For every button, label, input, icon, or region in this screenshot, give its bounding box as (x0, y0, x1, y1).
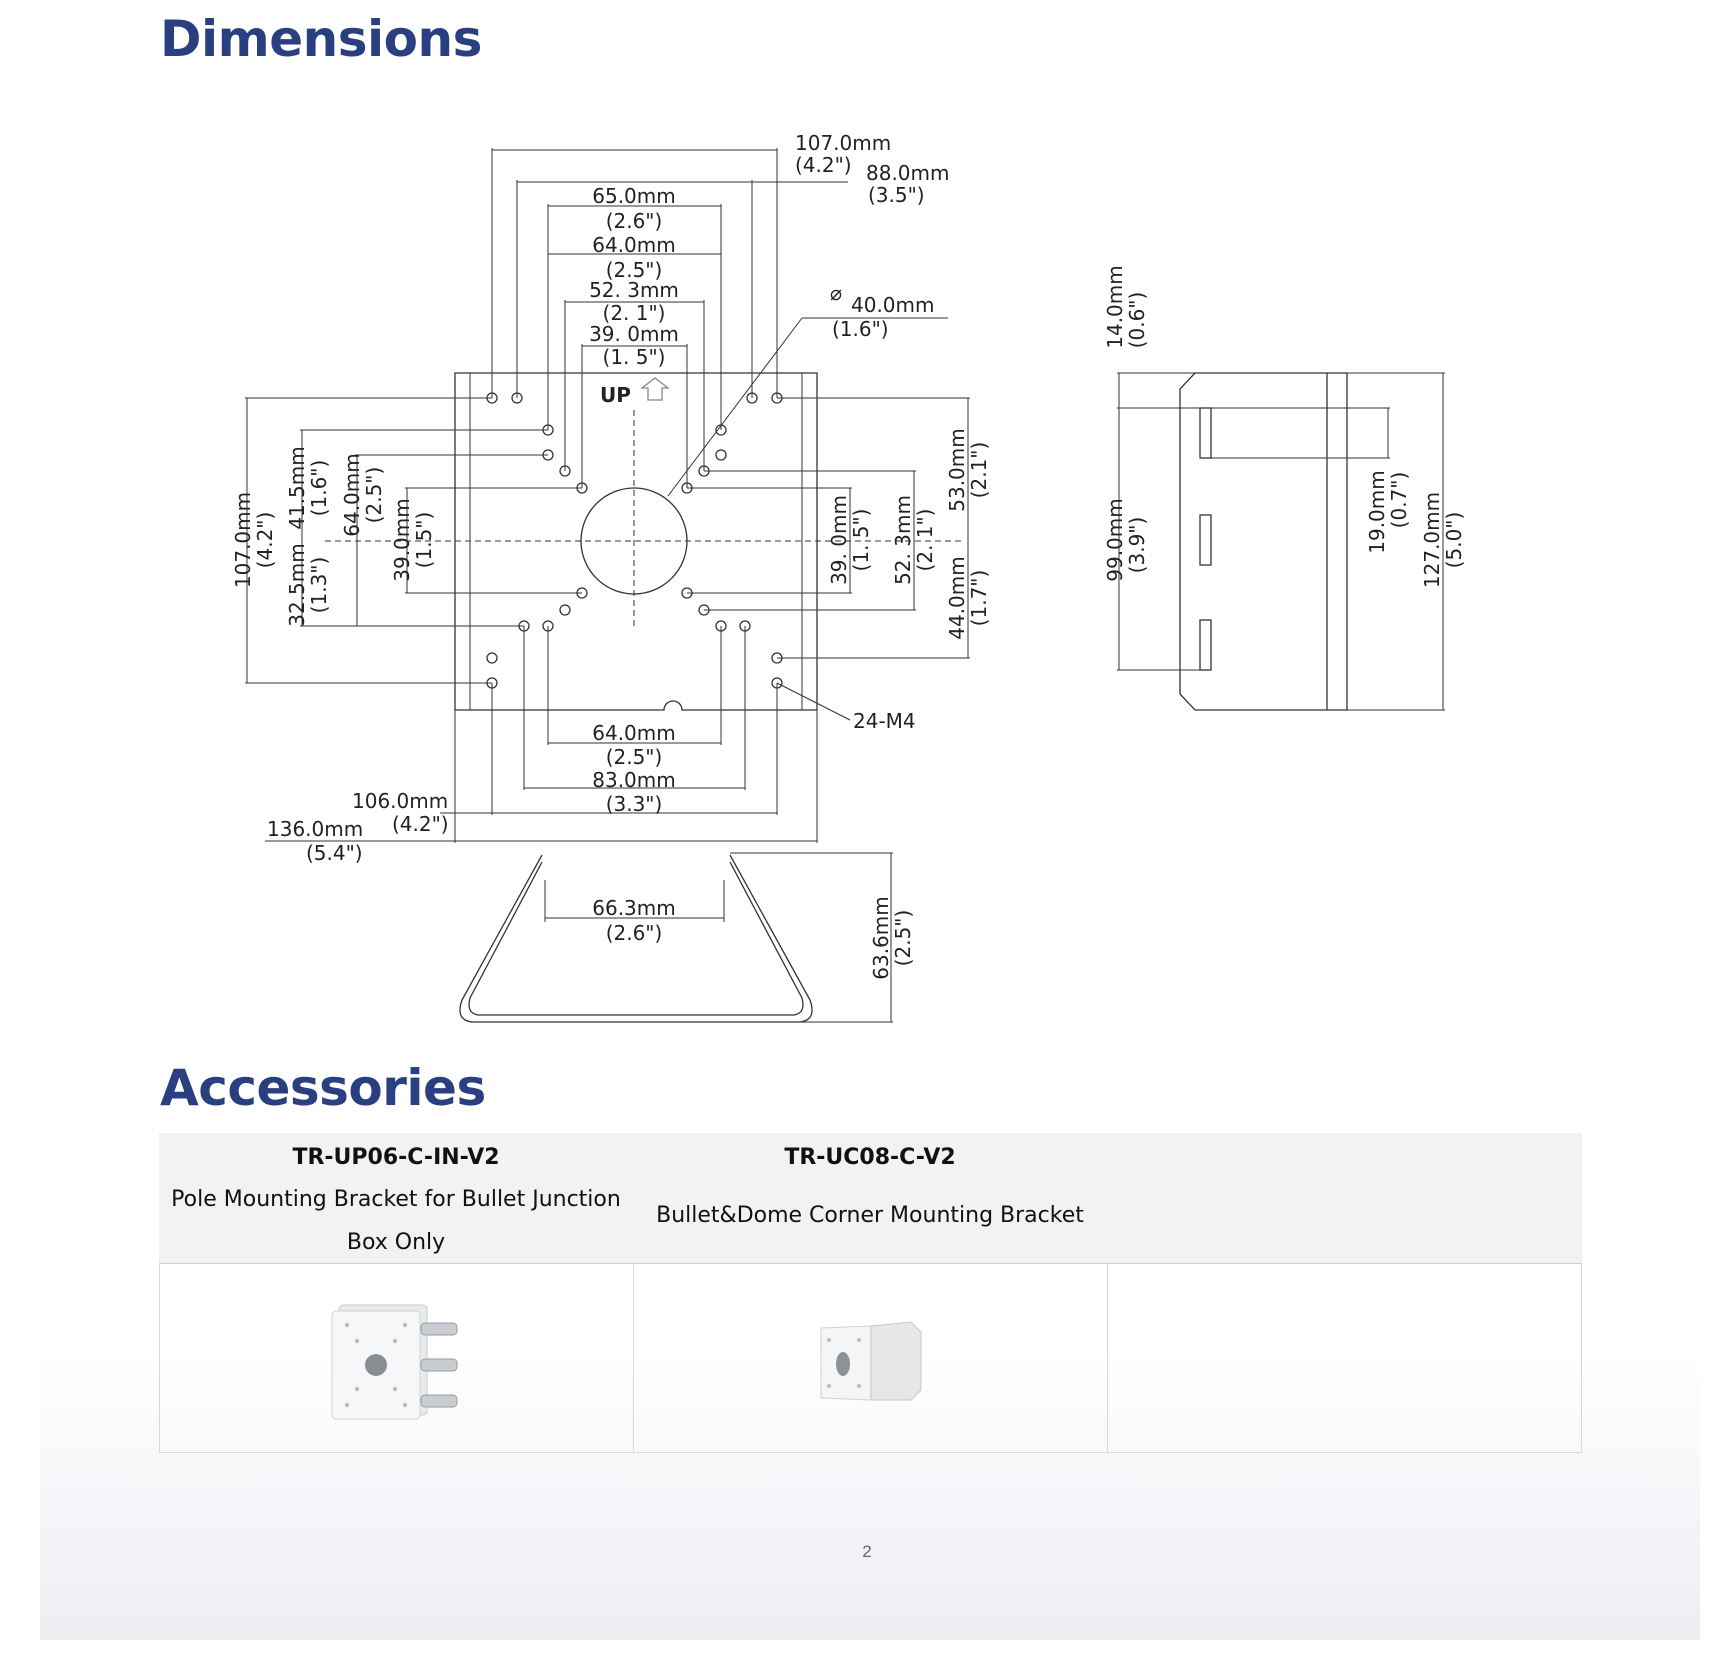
dim-top-39: 39. 0mm (589, 322, 679, 346)
left-dimension-lines (245, 397, 582, 684)
dim-left-64-in: (2.5") (362, 467, 386, 524)
dim-top-65-in: (2.6") (606, 209, 663, 233)
dimensions-heading: Dimensions (160, 10, 482, 68)
screw-label: 24-M4 (853, 709, 916, 733)
accessory-column-1: TR-UP06-C-IN-V2 Pole Mounting Bracket fo… (159, 1133, 633, 1263)
dim-clamp-63-in: (2.5") (891, 910, 915, 967)
dim-side-19-in: (0.7") (1387, 472, 1411, 529)
dim-left-32: 32.5mm (285, 543, 309, 627)
accessory-description: Bullet&Dome Corner Mounting Bracket (656, 1203, 1084, 1228)
dim-left-107: 107.0mm (231, 492, 255, 588)
mount-side-view (1117, 372, 1445, 711)
dim-top-52: 52. 3mm (589, 278, 679, 302)
dim-top-88: 88.0mm (866, 161, 950, 185)
dim-side-99-in: (3.9") (1125, 517, 1149, 574)
corner-bracket-image (820, 1321, 921, 1401)
pole-clamp (459, 852, 893, 1023)
dim-right-39-in: (1. 5") (849, 509, 873, 572)
dim-side-19: 19.0mm (1365, 470, 1389, 554)
up-arrow-icon (640, 377, 670, 401)
dim-side-14: 14.0mm (1103, 265, 1127, 349)
right-dimension-lines (687, 397, 970, 721)
accessory-image-cell (160, 1264, 634, 1452)
dim-bottom-83-in: (3.3") (606, 792, 663, 816)
dim-side-14-in: (0.6") (1125, 292, 1149, 349)
dim-left-39: 39.0mm (390, 498, 414, 582)
accessories-image-row (159, 1263, 1582, 1453)
up-label: UP (600, 383, 631, 407)
accessory-model: TR-UP06-C-IN-V2 (292, 1145, 500, 1170)
dim-top-52-in: (2. 1") (603, 301, 666, 325)
dim-side-127: 127.0mm (1420, 492, 1444, 588)
dim-top-64-in: (2.5") (606, 258, 663, 282)
accessory-column-2: TR-UC08-C-V2 Bullet&Dome Corner Mounting… (633, 1133, 1107, 1263)
dim-left-41-in: (1.6") (307, 460, 331, 517)
dim-side-99: 99.0mm (1103, 498, 1127, 582)
accessories-header-row: TR-UP06-C-IN-V2 Pole Mounting Bracket fo… (159, 1133, 1582, 1263)
accessories-table: TR-UP06-C-IN-V2 Pole Mounting Bracket fo… (159, 1133, 1582, 1453)
bottom-dimension-lines (265, 626, 818, 843)
dim-clamp-66: 66.3mm (592, 896, 676, 920)
dim-bottom-83: 83.0mm (592, 768, 676, 792)
diameter-symbol-icon: ⌀ (830, 281, 842, 305)
dim-left-64: 64.0mm (340, 453, 364, 537)
pole-bracket-image (331, 1304, 457, 1420)
dim-top-107-in: (4.2") (795, 153, 852, 177)
dim-bottom-64-in: (2.5") (606, 745, 663, 769)
dim-left-32-in: (1.3") (307, 557, 331, 614)
dim-top-65: 65.0mm (592, 184, 676, 208)
dim-right-52: 52. 3mm (891, 495, 915, 585)
dim-bottom-106-in: (4.2") (392, 812, 449, 836)
dim-hole-40-in: (1.6") (832, 317, 889, 341)
accessory-model: TR-UC08-C-V2 (784, 1145, 956, 1170)
dim-right-39: 39. 0mm (827, 495, 851, 585)
dim-right-44-in: (1.7") (967, 570, 991, 627)
dim-side-127-in: (5.0") (1442, 512, 1466, 569)
dim-top-107: 107.0mm (795, 131, 891, 155)
accessory-column-3 (1107, 1133, 1581, 1263)
dim-hole-40: 40.0mm (851, 293, 935, 317)
accessory-image-cell (634, 1264, 1108, 1452)
top-dimension-lines (491, 148, 948, 497)
dim-clamp-66-in: (2.6") (606, 921, 663, 945)
dim-top-39-in: (1. 5") (603, 345, 666, 369)
accessories-heading: Accessories (160, 1059, 486, 1117)
dim-bottom-136-in: (5.4") (306, 841, 363, 865)
dim-bottom-106: 106.0mm (352, 789, 448, 813)
accessory-description: Pole Mounting Bracket for Bullet Junctio… (171, 1187, 621, 1255)
dim-bottom-64: 64.0mm (592, 721, 676, 745)
dim-clamp-63: 63.6mm (869, 896, 893, 980)
dimension-drawing: UP (231, 131, 1466, 1023)
dim-right-52-in: (2. 1") (913, 509, 937, 572)
dim-top-64: 64.0mm (592, 233, 676, 257)
dim-left-107-in: (4.2") (253, 512, 277, 569)
mount-plate-front: UP (325, 372, 965, 711)
dim-left-41: 41.5mm (285, 446, 309, 530)
dim-left-39-in: (1.5") (412, 512, 436, 569)
accessory-image-cell-empty (1108, 1264, 1581, 1452)
dim-right-53: 53.0mm (945, 428, 969, 512)
dim-right-44: 44.0mm (945, 556, 969, 640)
dim-bottom-136: 136.0mm (267, 817, 363, 841)
dim-top-88-in: (3.5") (868, 183, 925, 207)
page-number: 2 (862, 1542, 872, 1561)
dim-right-53-in: (2.1") (967, 442, 991, 499)
